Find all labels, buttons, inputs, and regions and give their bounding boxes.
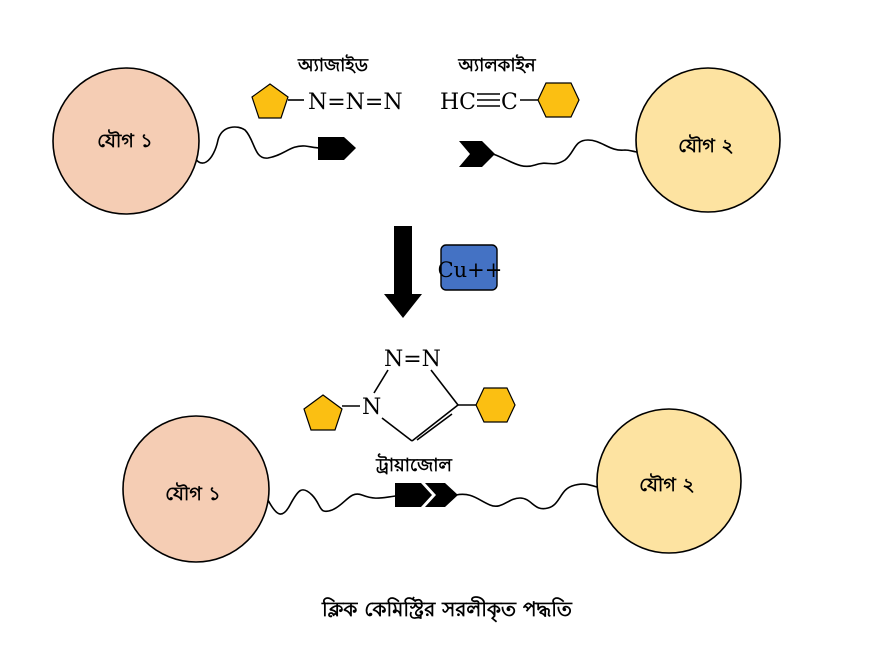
triazole-n-left: N — [362, 395, 381, 420]
alkyne-hc: HC — [440, 90, 476, 115]
triazole-label: ট্রায়াজোল — [375, 453, 452, 476]
linker-right-bottom — [455, 483, 601, 510]
triazole-n-top: N=N — [384, 347, 441, 372]
catalyst-box — [440, 244, 498, 291]
compound-2-label-top: যৌগ ২ — [678, 134, 734, 157]
compound-1-circle-bottom — [122, 415, 270, 563]
triazole-tags — [395, 483, 458, 507]
compound-2-circle-bottom — [596, 408, 742, 554]
compound-1-label-top: যৌগ ১ — [97, 129, 153, 152]
triazole-hexagon — [475, 387, 516, 423]
linker-left-bottom — [267, 489, 397, 515]
alkyne-label: অ্যালকাইন — [457, 54, 537, 76]
azide-formula: N=N=N — [308, 90, 403, 115]
alkyne-hexagon — [537, 82, 580, 118]
linker-left-top — [190, 126, 321, 164]
reaction-arrow — [384, 226, 422, 318]
compound-1-label-bottom: যৌগ ১ — [165, 482, 221, 505]
diagram-caption: ক্লিক কেমিস্ট্রির সরলীকৃত পদ্ধতি — [321, 596, 573, 622]
compound-2-label-bottom: যৌগ ২ — [639, 473, 695, 496]
azide-tag — [318, 137, 356, 160]
catalyst-label: Cu++ — [438, 258, 503, 282]
azide-label: অ্যাজাইড — [297, 54, 369, 76]
triple-bond — [477, 93, 500, 107]
alkyne-c: C — [501, 90, 518, 115]
alkyne-tag — [459, 141, 495, 167]
compound-1-circle-top — [52, 67, 200, 215]
triazole-ring-bonds — [373, 369, 459, 442]
azide-pentagon — [251, 83, 289, 119]
linker-right-top — [492, 139, 639, 168]
triazole-pentagon — [303, 394, 343, 431]
compound-2-circle-top — [635, 67, 781, 213]
